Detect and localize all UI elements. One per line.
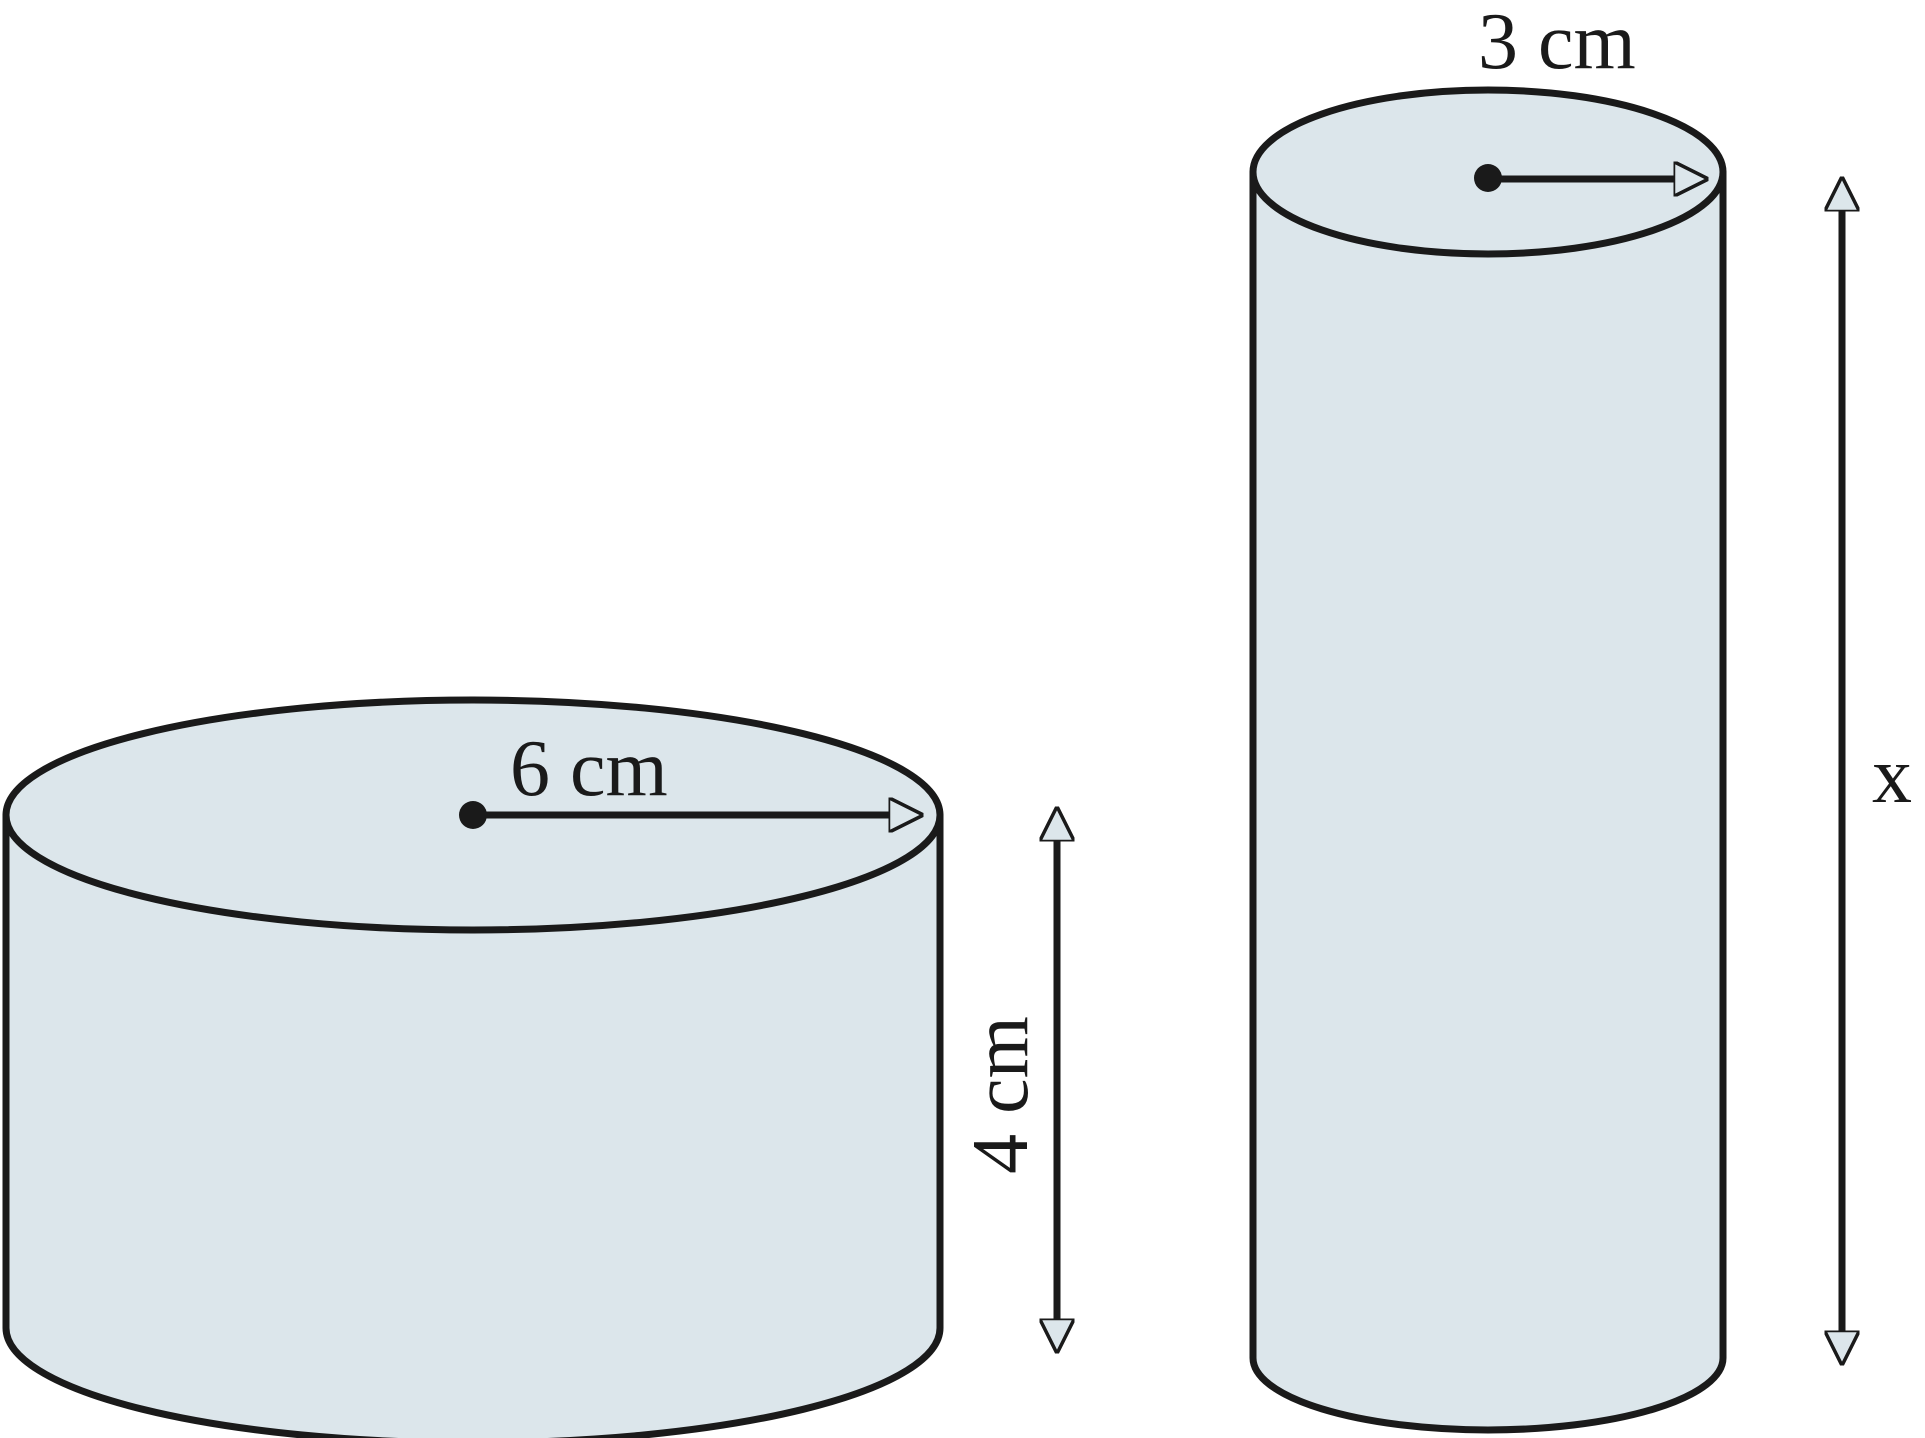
left-cylinder-body	[2, 811, 944, 1438]
left-cylinder: 6 cm 4 cm	[2, 696, 1057, 1438]
right-radius-label: 3 cm	[1478, 0, 1636, 86]
left-radius-label: 6 cm	[510, 725, 668, 813]
right-cylinder: 3 cm x	[1249, 0, 1912, 1434]
right-height-label: x	[1872, 732, 1912, 820]
left-height-label: 4 cm	[957, 1016, 1045, 1174]
right-cylinder-body	[1249, 168, 1727, 1434]
